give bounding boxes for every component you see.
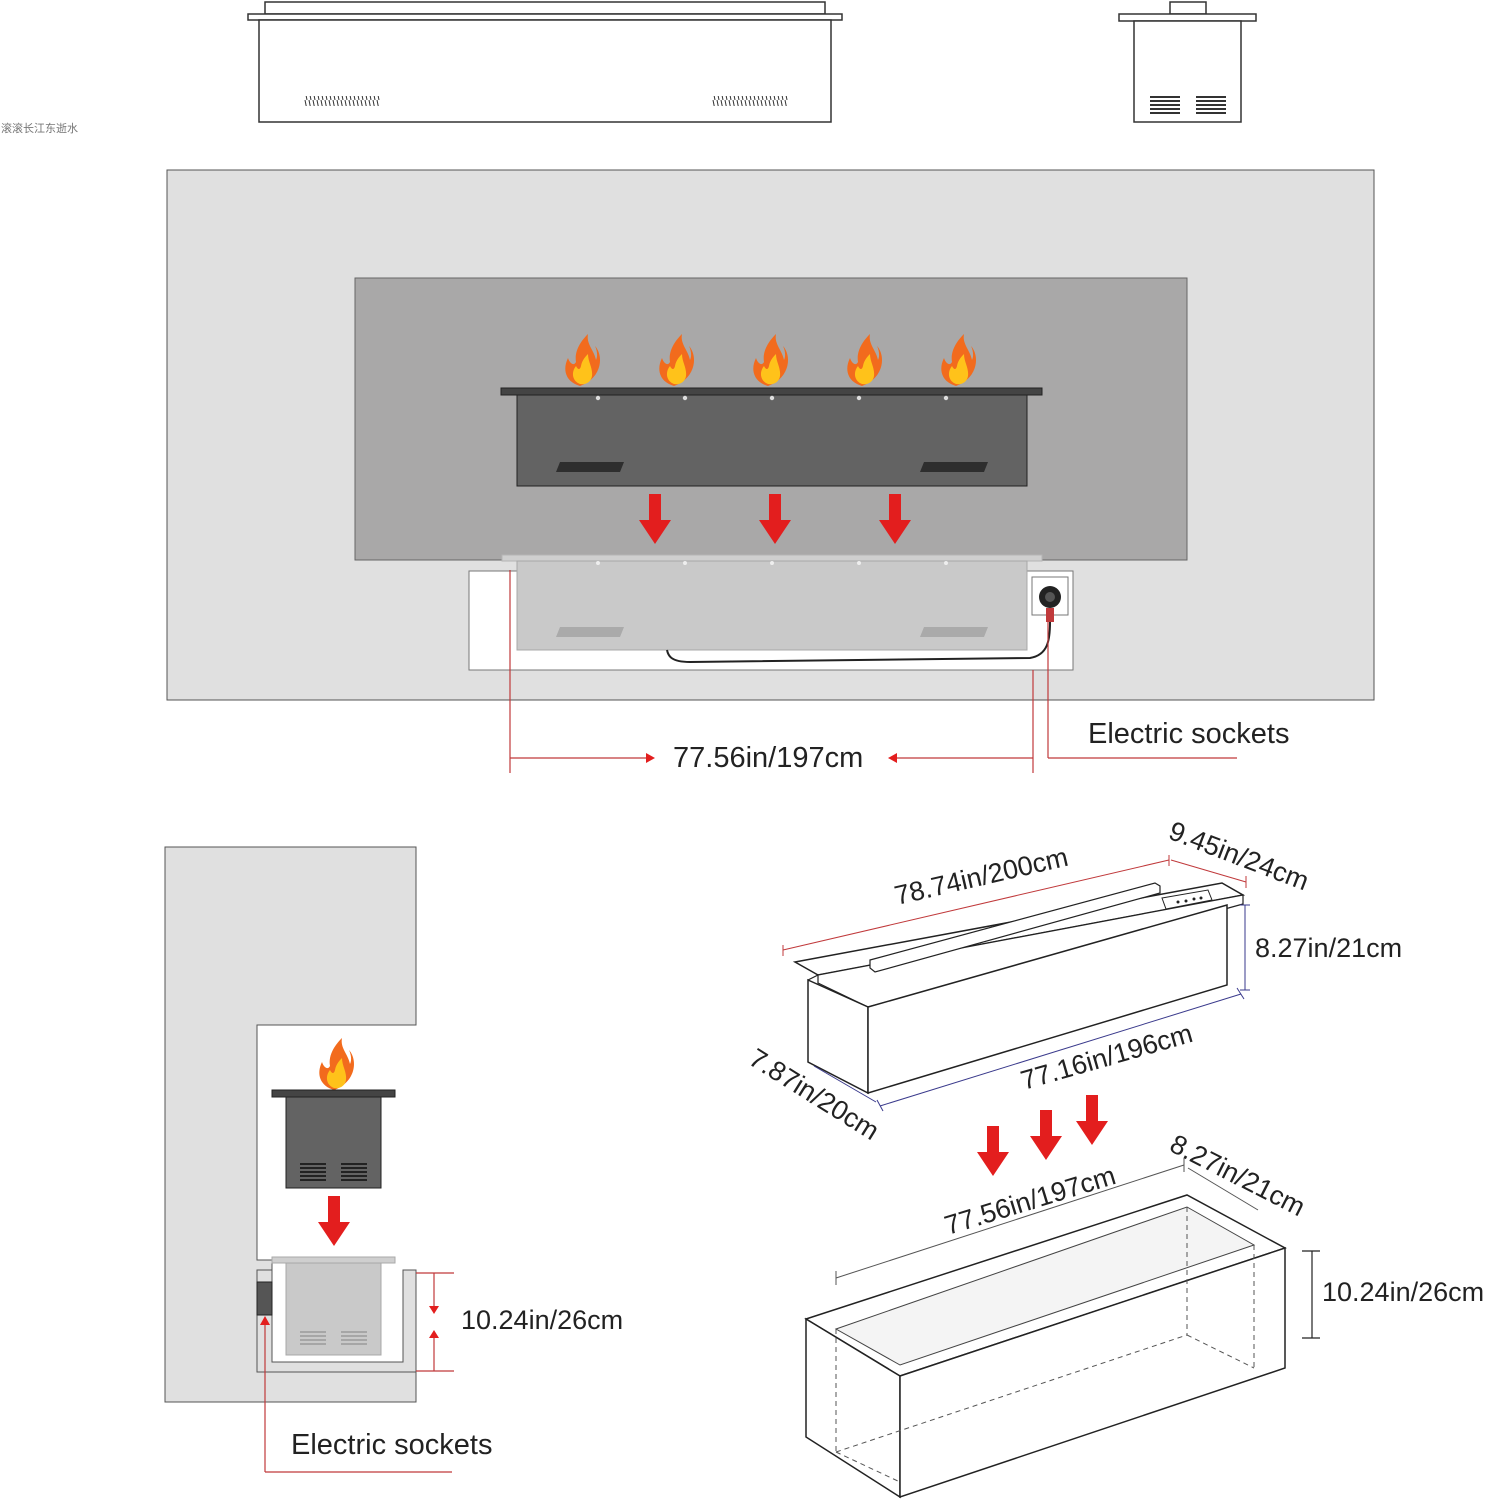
unit-isometric <box>782 855 1250 1112</box>
unit-side-outline <box>1118 1 1257 123</box>
side-fireplace-unit <box>271 1089 396 1189</box>
unit-length-label: 78.74in/200cm <box>892 842 1071 911</box>
unit-front-outline <box>247 1 843 123</box>
side-installed-unit-ghost <box>271 1256 396 1356</box>
power-cable <box>666 621 1051 664</box>
flame-icon <box>319 1038 355 1090</box>
down-arrow-icon <box>977 1126 1009 1176</box>
electric-socket <box>1031 576 1069 622</box>
watermark: 滚滚长江东逝水 <box>1 121 78 135</box>
down-arrow-icon <box>318 1196 350 1246</box>
down-arrow-icon <box>1030 1110 1062 1160</box>
iso-down-arrows <box>977 1095 1108 1176</box>
side-socket-label: Electric sockets <box>291 1429 492 1461</box>
side-section-view <box>164 846 454 1473</box>
front-socket-label: Electric sockets <box>1088 718 1289 750</box>
side-height-label: 10.24in/26cm <box>461 1305 623 1335</box>
installed-unit-ghost <box>501 554 1043 651</box>
fireplace-unit <box>500 387 1043 487</box>
front-width-label: 77.56in/197cm <box>673 742 863 774</box>
box-isometric <box>804 1158 1320 1499</box>
down-arrow-icon <box>1076 1095 1108 1145</box>
front-installation-view <box>166 169 1375 773</box>
unit-depth-label: 9.45in/24cm <box>1165 816 1313 897</box>
side-electric-socket <box>256 1281 273 1316</box>
box-height-label: 10.24in/26cm <box>1322 1277 1484 1307</box>
unit-height-label: 8.27in/21cm <box>1255 933 1402 963</box>
